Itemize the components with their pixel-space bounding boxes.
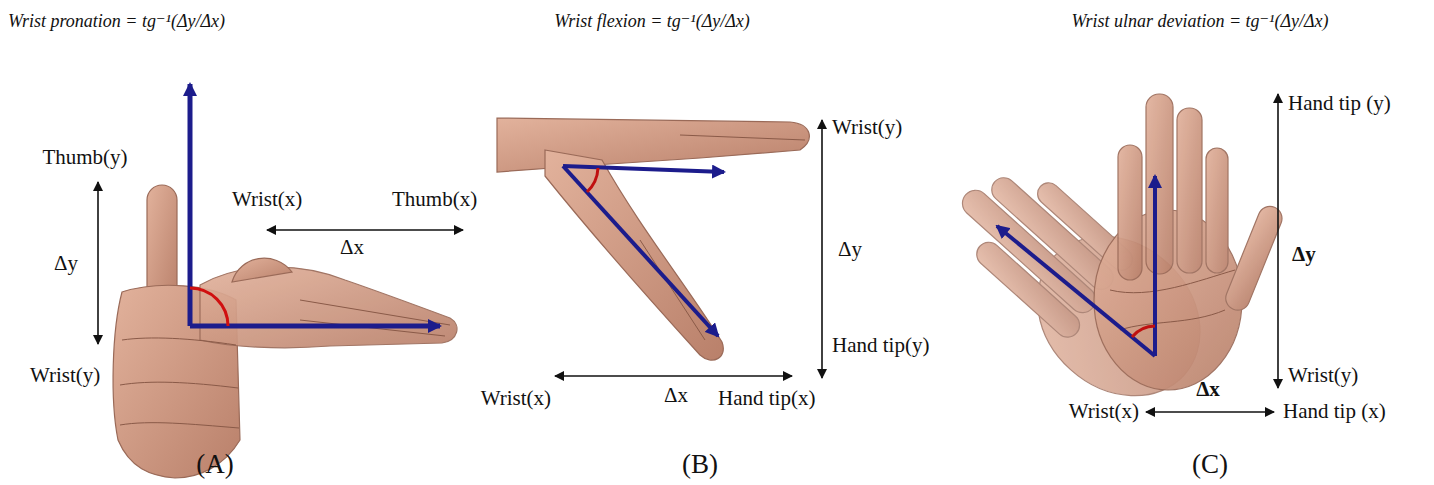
axis-label: Wrist(x) xyxy=(1069,400,1139,423)
axis-label: Thumb(x) xyxy=(392,188,477,211)
dimension-arrow xyxy=(555,375,792,377)
hand-b xyxy=(497,118,809,360)
panel-letter: (C) xyxy=(1192,450,1228,480)
panel-letter: (B) xyxy=(682,450,718,480)
axis-arrow xyxy=(1153,176,1157,356)
formula: Wrist ulnar deviation = tg⁻¹(Δy/Δx) xyxy=(1071,12,1328,32)
angle-arc xyxy=(190,288,228,326)
axis-label: Thumb(y) xyxy=(42,146,127,169)
axis-label: Wrist(y) xyxy=(1288,364,1358,387)
axis-label: Hand tip(y) xyxy=(832,334,929,357)
dimension-arrow xyxy=(267,229,463,231)
dimension-arrow xyxy=(1146,411,1274,413)
axis-label: Wrist(x) xyxy=(232,188,302,211)
angle-arc xyxy=(587,168,598,192)
delta-label: Δx xyxy=(664,384,688,407)
axis-label: Hand tip (x) xyxy=(1283,400,1386,423)
axis-arrow xyxy=(997,226,1155,356)
axis-label: Wrist(x) xyxy=(481,387,551,410)
dimension-arrow xyxy=(821,120,823,378)
axis-arrow xyxy=(563,166,718,336)
axis-label: Wrist(y) xyxy=(30,364,100,387)
delta-label: Δx xyxy=(1196,378,1220,401)
finger-lines-b xyxy=(640,135,805,340)
delta-label: Δy xyxy=(838,238,862,261)
hand-c-upright xyxy=(1094,94,1286,390)
formula: Wrist pronation = tg⁻¹(Δy/Δx) xyxy=(8,12,225,32)
hand-a xyxy=(113,185,457,478)
finger-lines-a xyxy=(120,300,450,428)
delta-label: Δy xyxy=(54,252,78,275)
axis-arrow xyxy=(188,84,193,326)
angle-arc xyxy=(1132,326,1155,337)
axis-label: Hand tip(x) xyxy=(718,387,815,410)
panel-letter: (A) xyxy=(196,450,233,480)
formula: Wrist flexion = tg⁻¹(Δy/Δx) xyxy=(554,12,750,32)
axis-label: Hand tip (y) xyxy=(1288,92,1391,115)
dimension-arrow xyxy=(97,182,99,344)
axis-arrow xyxy=(563,166,724,172)
axis-label: Wrist(y) xyxy=(832,116,902,139)
palm-lines-c xyxy=(1110,270,1235,330)
delta-label: Δy xyxy=(1292,243,1316,266)
delta-label: Δx xyxy=(340,236,364,259)
dimension-arrow xyxy=(1277,94,1279,388)
